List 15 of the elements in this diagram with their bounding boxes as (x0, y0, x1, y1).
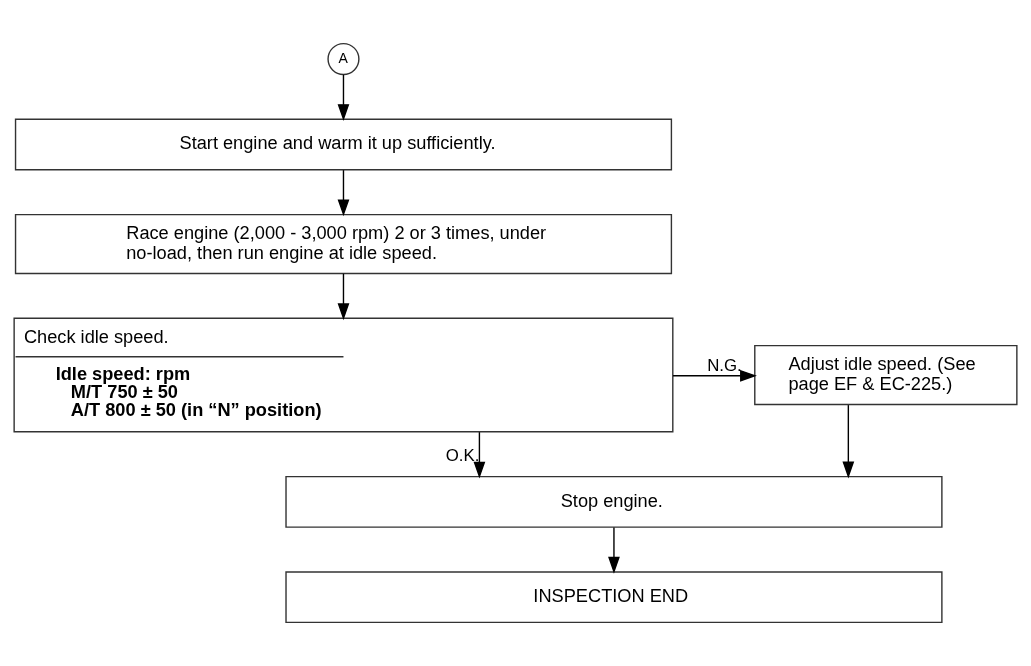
node-box: Adjust idle speed. (See page EF & EC-225.) (754, 344, 1018, 406)
arrow (337, 169, 350, 217)
arrow (608, 526, 620, 574)
node-box: Race engine (2,000 - 3,000 rpm) 2 or 3 times, under no-load, then run engine at idle speed. (14, 213, 673, 275)
edge-label: N.G. (707, 355, 742, 375)
node-box: INSPECTION END (285, 571, 943, 624)
arrow (672, 369, 757, 382)
arrow (842, 404, 855, 479)
node-circle: A (327, 42, 360, 76)
node-box: Start engine and warm it up sufficiently. (14, 118, 673, 171)
arrow (337, 74, 350, 121)
edge-label: O.K. (445, 445, 480, 465)
arrow (473, 431, 486, 479)
arrow (337, 273, 350, 321)
node-box: Stop engine. (285, 475, 943, 528)
